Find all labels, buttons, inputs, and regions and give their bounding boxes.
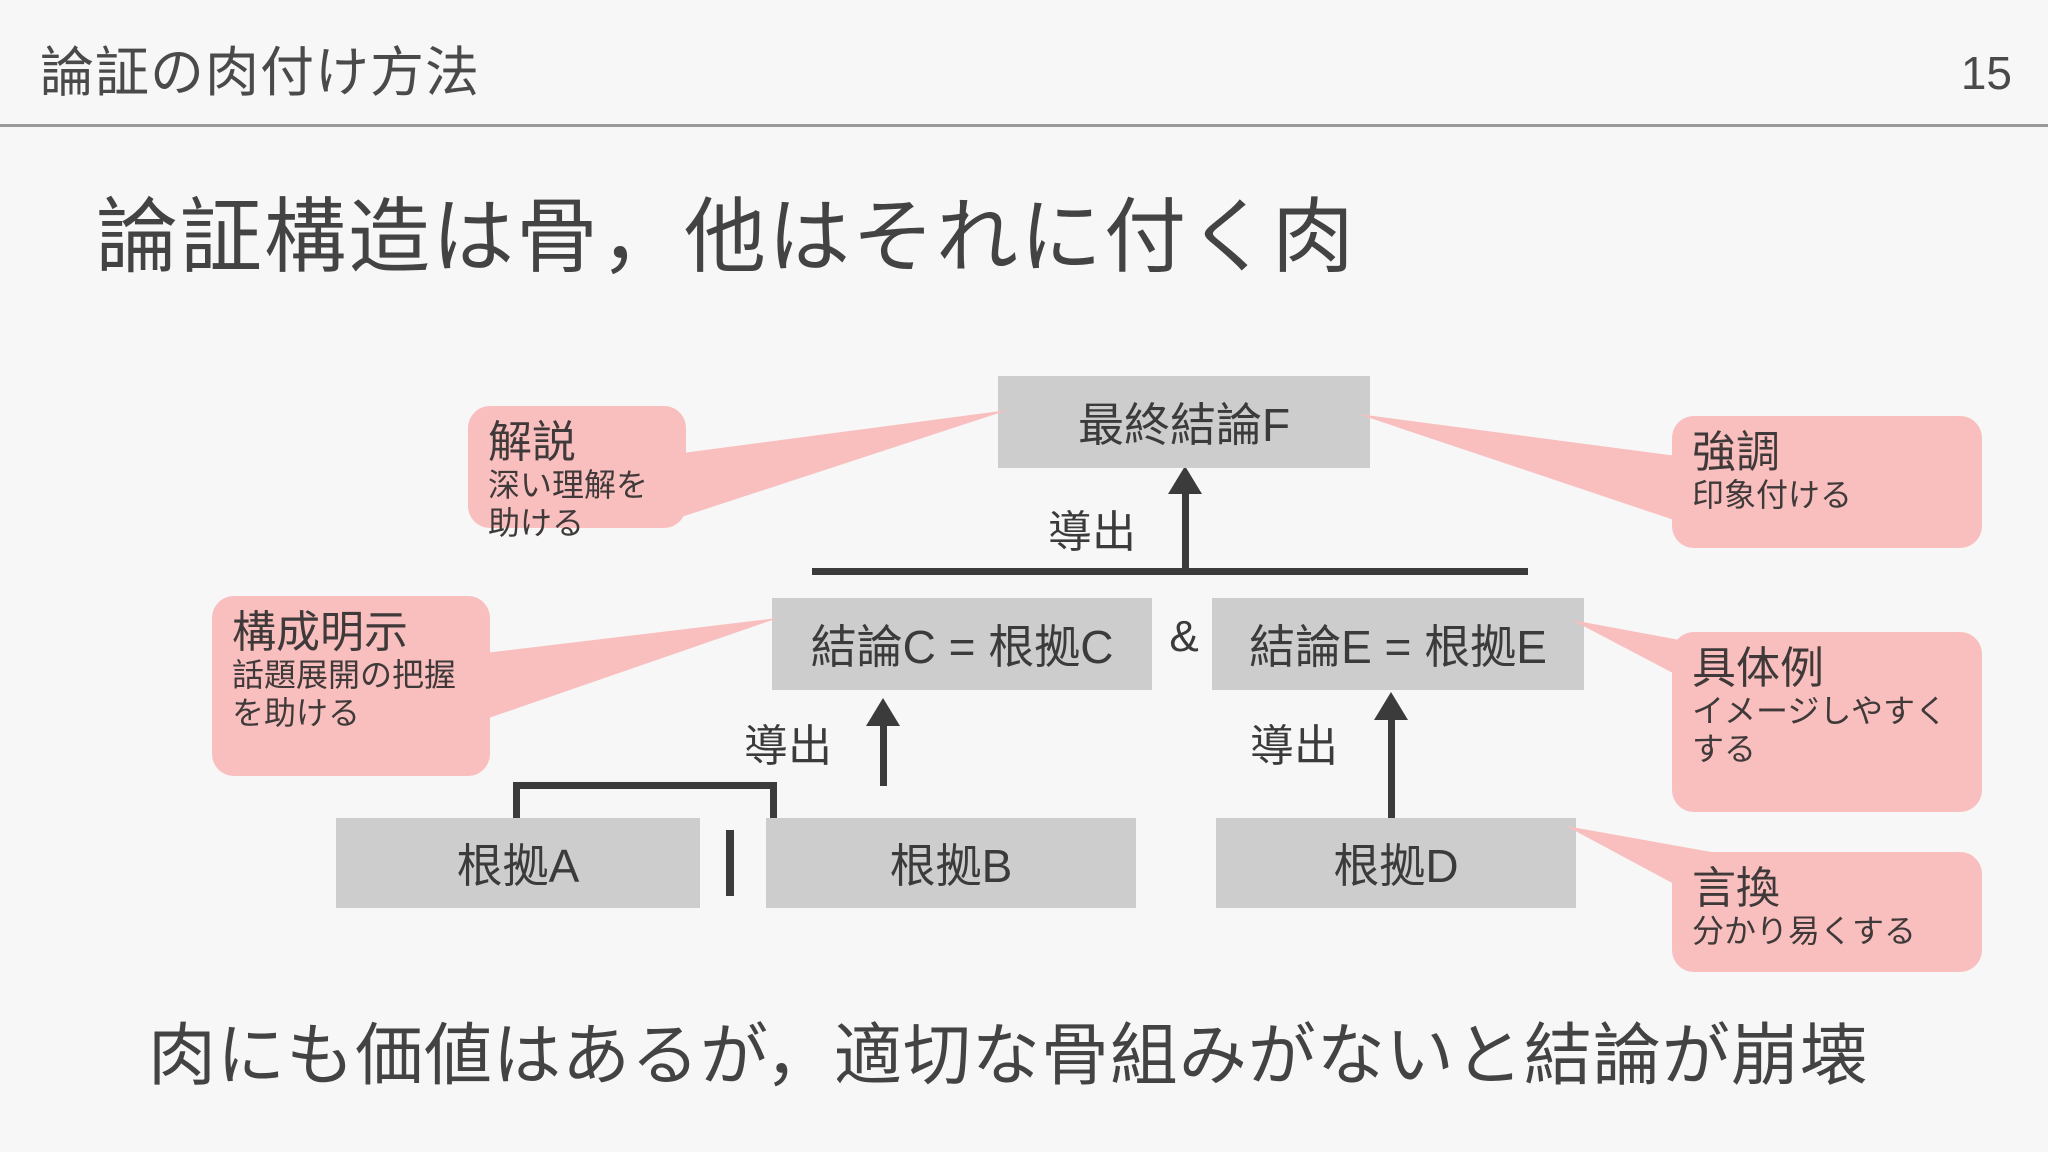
box-ground-d: 根拠D — [1216, 818, 1576, 908]
callout-tail-kousei — [460, 596, 790, 766]
derive-label-d: 導出 — [1250, 722, 1338, 771]
callout-kousei-title: 構成明示 — [232, 608, 408, 657]
connector-stem-d — [1388, 716, 1395, 820]
connector-stem-top — [1182, 490, 1189, 570]
callout-kyocho: 強調 印象付ける — [1672, 416, 1982, 548]
callout-gutai: 具体例 イメージしやすくする — [1672, 632, 1982, 812]
callout-kousei-sub: 話題展開の把握を助ける — [232, 657, 457, 732]
box-ground-a: 根拠A — [336, 818, 700, 908]
connector-drop-a — [513, 782, 520, 822]
callout-kyocho-title: 強調 — [1692, 428, 1780, 477]
callout-kyocho-sub: 印象付ける — [1692, 477, 1853, 514]
callout-iikae: 言換 分かり易くする — [1672, 852, 1982, 972]
arrow-head-d — [1374, 692, 1408, 720]
headline: 論証構造は骨，他はそれに付く肉 — [96, 192, 1357, 283]
callout-tail-kaisetsu — [660, 396, 1020, 546]
connector-drop-b — [770, 782, 777, 822]
header-title: 論証の肉付け方法 — [40, 43, 480, 103]
callout-kaisetsu-sub: 深い理解を助ける — [488, 467, 649, 542]
box-conclusion-e: 結論E = 根拠E — [1212, 598, 1584, 690]
box-ground-b: 根拠B — [766, 818, 1136, 908]
footer-text: 肉にも価値はあるが，適切な骨組みがないと結論が崩壊 — [148, 1018, 1869, 1094]
box-final-conclusion: 最終結論F — [998, 376, 1370, 468]
derive-label-ab: 導出 — [744, 722, 832, 771]
derive-label-top: 導出 — [1048, 508, 1136, 557]
callout-kaisetsu: 解説 深い理解を助ける — [468, 406, 686, 541]
connector-stem-ab — [880, 722, 887, 786]
page-number: 15 — [1960, 47, 2012, 99]
arrow-head-top — [1168, 466, 1202, 494]
box-conclusion-c: 結論C = 根拠C — [772, 598, 1152, 690]
callout-gutai-sub: イメージしやすくする — [1692, 693, 1948, 768]
callout-iikae-sub: 分かり易くする — [1692, 913, 1917, 950]
callout-iikae-title: 言換 — [1692, 864, 1780, 913]
callout-kousei: 構成明示 話題展開の把握を助ける — [212, 596, 490, 776]
connector-rail-top — [812, 568, 1528, 575]
callout-gutai-title: 具体例 — [1692, 644, 1824, 693]
arrow-head-ab — [866, 698, 900, 726]
separator-bar — [726, 830, 734, 896]
connector-rail-ab — [513, 782, 777, 789]
conjunction-ampersand: & — [1169, 612, 1199, 661]
callout-tail-kyocho — [1352, 400, 1692, 560]
header-bar: 論証の肉付け方法 15 — [0, 0, 2048, 127]
callout-kaisetsu-title: 解説 — [488, 418, 576, 467]
